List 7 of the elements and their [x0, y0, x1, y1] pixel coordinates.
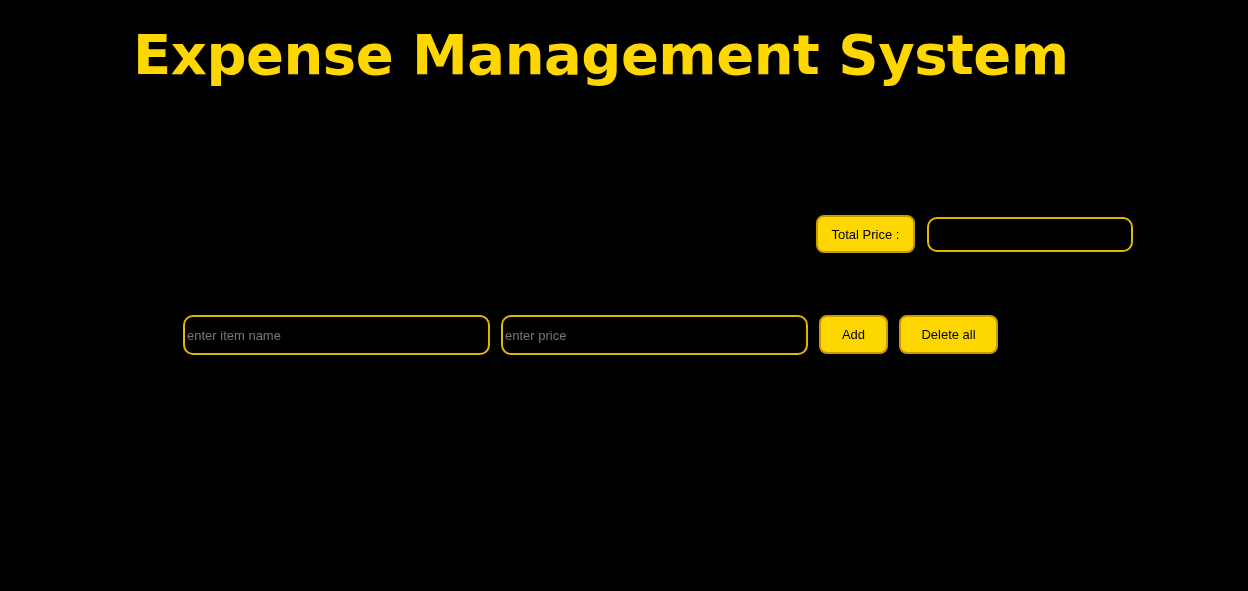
page-title: Expense Management System [133, 22, 1069, 87]
total-price-field [927, 217, 1133, 252]
total-price-button: Total Price : [816, 215, 915, 253]
add-button: Add [819, 315, 888, 354]
delete-all-button: Delete all [899, 315, 998, 354]
item-name-field: enter item name [183, 315, 490, 355]
price-field: enter price [501, 315, 808, 355]
